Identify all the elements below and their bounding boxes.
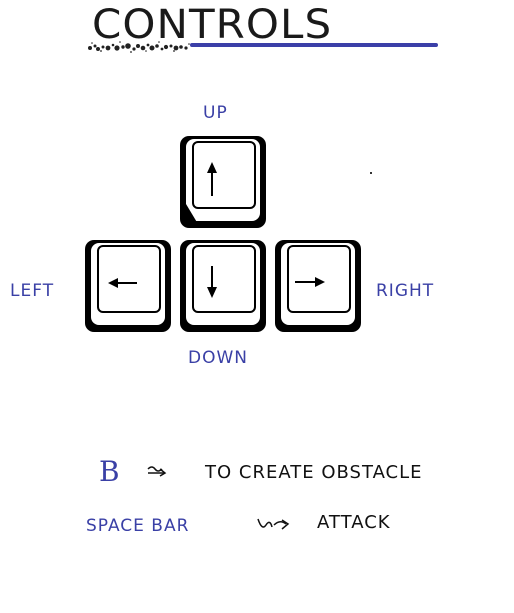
squiggle-arrow-icon [257, 518, 290, 530]
up-key [178, 134, 268, 230]
down-key [178, 238, 268, 334]
b-key-label: B [99, 455, 120, 488]
title-underline [190, 43, 438, 47]
arrow-left-icon [108, 278, 137, 288]
space-bar-label: SPACE BAR [86, 516, 190, 536]
down-label: DOWN [188, 348, 248, 368]
stray-dot [370, 172, 372, 174]
left-label: LEFT [10, 281, 55, 301]
right-label: RIGHT [376, 281, 435, 301]
up-label: UP [203, 103, 228, 123]
right-key [273, 238, 363, 334]
arrow-right-icon [295, 277, 325, 287]
arrow-down-icon [207, 266, 217, 298]
attack-text: ATTACK [317, 512, 391, 533]
left-key [83, 238, 173, 334]
create-obstacle-text: TO CREATE OBSTACLE [205, 462, 423, 483]
page-title: CONTROLS [92, 2, 333, 48]
ink-splatter-decoration [88, 41, 190, 53]
arrow-up-icon [207, 162, 217, 196]
squiggle-arrow-icon [147, 466, 167, 477]
